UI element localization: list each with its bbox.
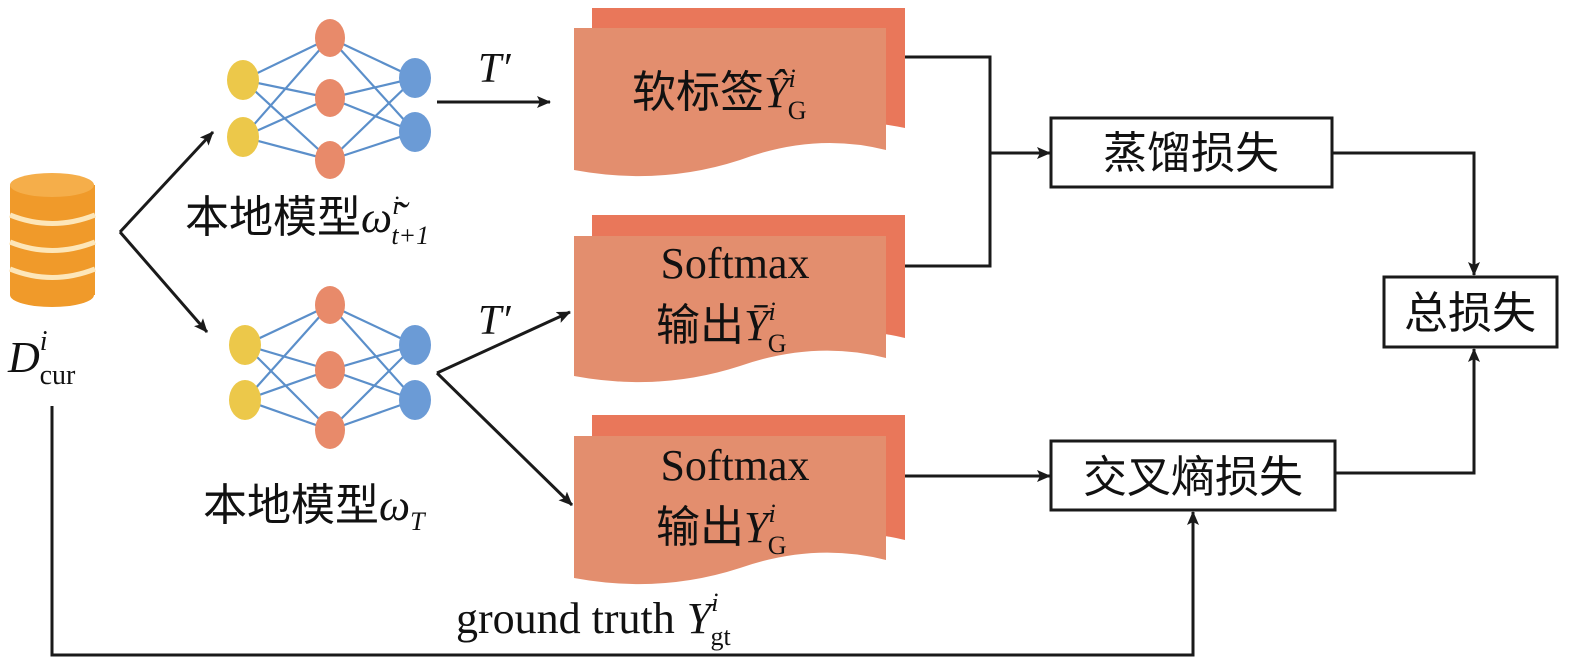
softmax-bottom-doc	[574, 415, 905, 585]
database-icon	[9, 173, 96, 307]
temperature-bottom-label: T′	[478, 298, 511, 344]
ce-loss-label: 交叉熵损失	[1083, 453, 1303, 502]
ground-truth-path	[50, 406, 1199, 657]
distill-loss-box	[1049, 116, 1334, 189]
softmax-bottom-line1: Softmax	[660, 441, 809, 490]
neural-network-top-icon	[227, 19, 431, 179]
arrow-to-model-bottom	[118, 231, 209, 333]
total-loss-label: 总损失	[1404, 289, 1536, 338]
arrow-to-softmax-bottom	[435, 371, 574, 507]
model-bottom-label: 本地模型ωT	[203, 481, 426, 536]
arrow-ce-to-total	[1335, 348, 1480, 475]
connector-soft-label	[905, 55, 992, 268]
distill-loss-label: 蒸馏损失	[1103, 129, 1279, 178]
total-loss-box	[1382, 275, 1559, 349]
arrow-distill-to-total	[1332, 151, 1480, 276]
neural-network-bottom-icon	[229, 286, 431, 449]
softmax-mid-doc	[574, 215, 905, 383]
soft-label-doc	[574, 8, 905, 177]
ce-loss-box	[1049, 439, 1337, 512]
temperature-top-label: T′	[478, 46, 511, 92]
softmax-mid-line1: Softmax	[660, 239, 809, 288]
arrow-to-model-top	[118, 130, 215, 234]
arrow-to-softmax-mid	[436, 310, 571, 375]
